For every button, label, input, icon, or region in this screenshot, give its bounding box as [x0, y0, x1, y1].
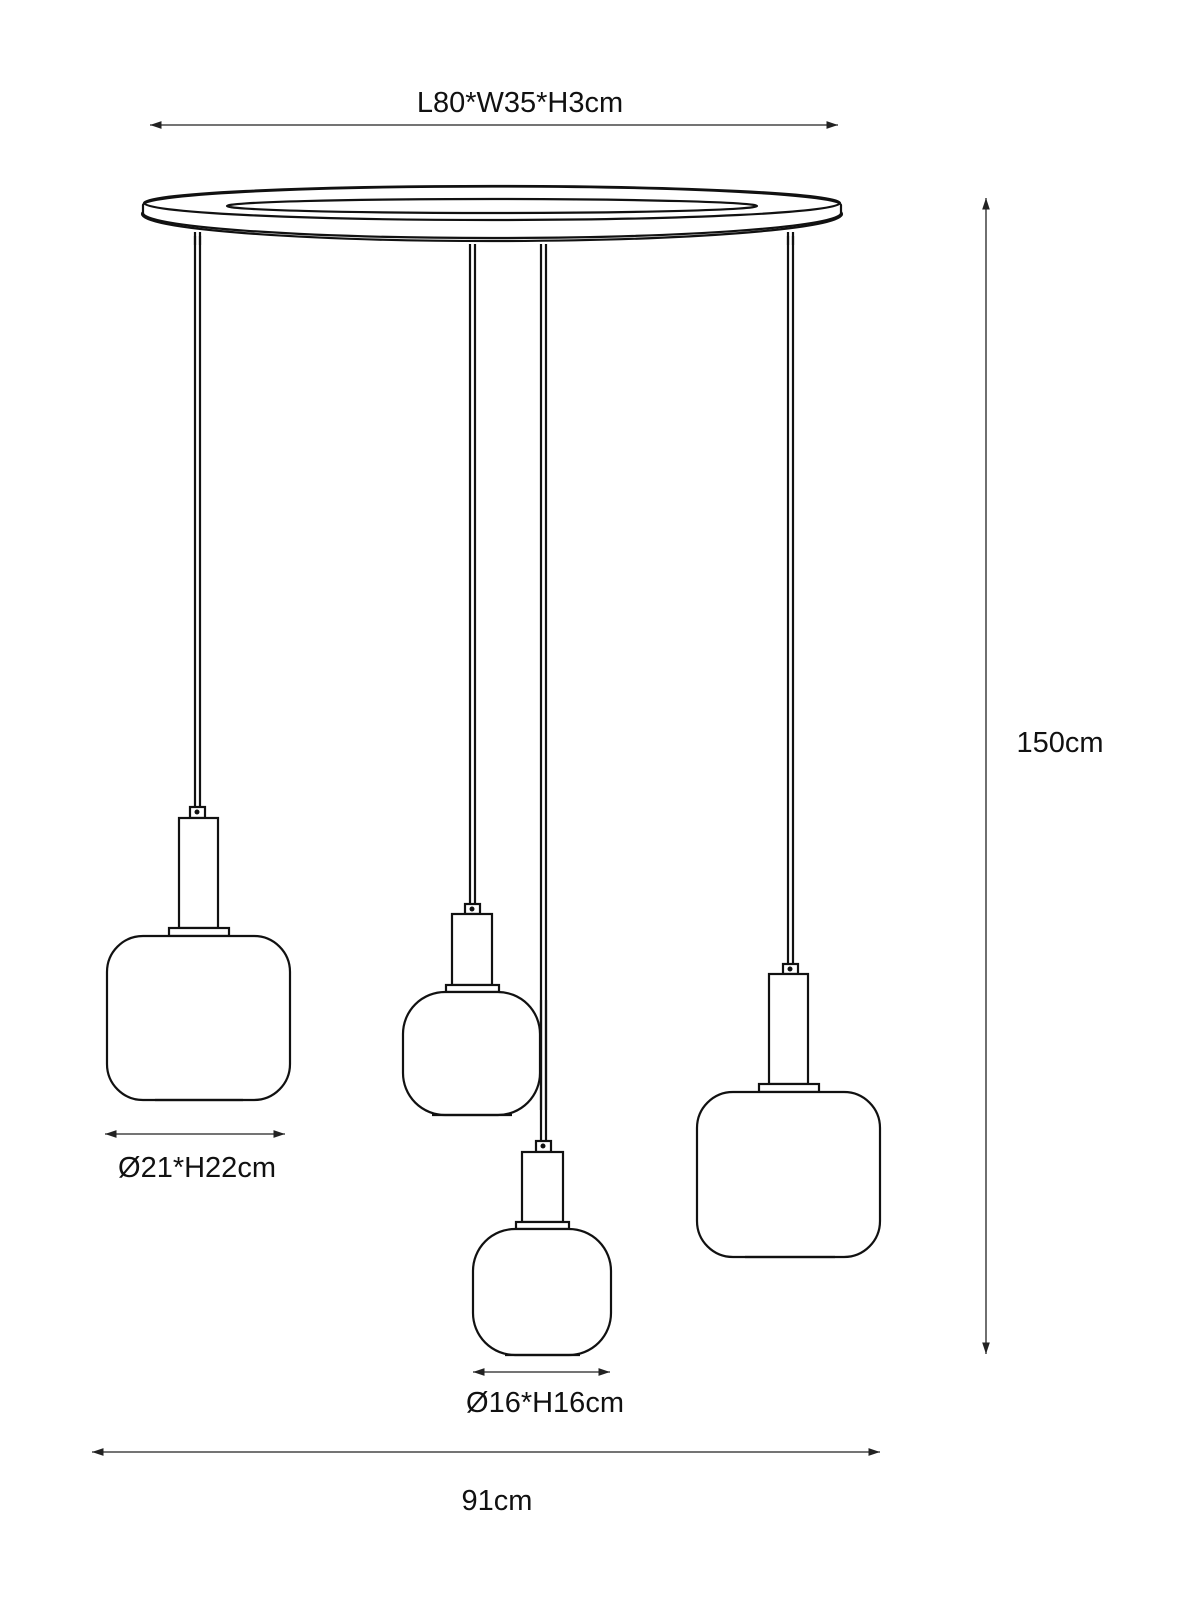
- cords: [193, 232, 795, 1142]
- total-width-dimension-label: 91cm: [462, 1485, 533, 1517]
- total-width-dimension: 91cm: [92, 1448, 880, 1517]
- large-shade-dimension: Ø21*H22cm: [105, 1130, 285, 1184]
- height-dimension: 150cm: [982, 198, 1104, 1354]
- pendant-small-bottom: [471, 1139, 613, 1357]
- pendant-small-middle: [401, 902, 548, 1117]
- pendant-large-right: [695, 962, 882, 1259]
- height-dimension-label: 150cm: [1016, 727, 1103, 759]
- canopy-inner-ring: [225, 197, 759, 215]
- canopy-top: [142, 184, 842, 222]
- canopy-dimension: L80*W35*H3cm: [150, 87, 838, 129]
- canopy-dimension-label: L80*W35*H3cm: [417, 87, 623, 119]
- canopy: [140, 184, 844, 245]
- pendant-large-left: [105, 805, 292, 1102]
- large-shade-dimension-label: Ø21*H22cm: [118, 1152, 276, 1184]
- small-shade-dimension: Ø16*H16cm: [466, 1368, 624, 1419]
- small-shade-dimension-label: Ø16*H16cm: [466, 1387, 624, 1419]
